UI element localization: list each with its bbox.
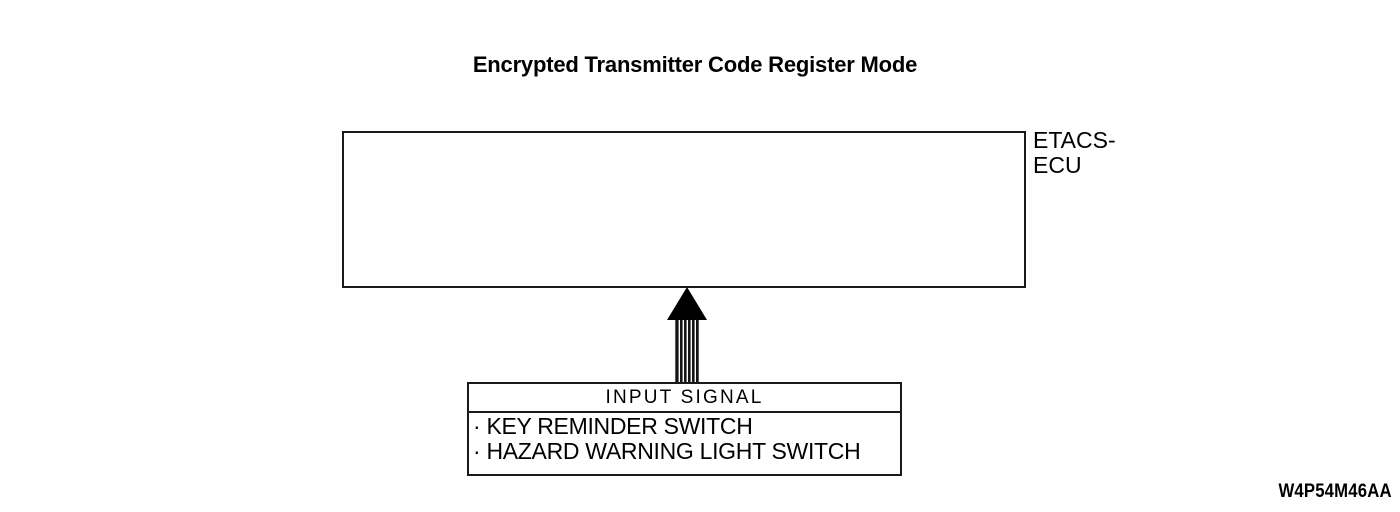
signal-flow-arrow-icon: [660, 286, 714, 384]
list-item-bullet: ·: [473, 413, 481, 439]
list-item-label: HAZARD WARNING LIGHT SWITCH: [486, 438, 861, 464]
input-signal-header-label: INPUT SIGNAL: [605, 387, 764, 408]
list-item-bullet: ·: [473, 438, 481, 464]
etacs-ecu-label-line2: ECU: [1033, 152, 1082, 178]
input-signal-header: INPUT SIGNAL: [469, 384, 900, 413]
input-signal-box: INPUT SIGNAL · KEY REMINDER SWITCH · HAZ…: [467, 382, 902, 476]
input-signal-list: · KEY REMINDER SWITCH · HAZARD WARNING L…: [469, 413, 900, 464]
etacs-ecu-box: [342, 131, 1026, 288]
list-item: · KEY REMINDER SWITCH: [473, 414, 900, 439]
list-item: · HAZARD WARNING LIGHT SWITCH: [473, 439, 900, 464]
etacs-ecu-label-line1: ETACS-: [1033, 127, 1116, 153]
etacs-ecu-label: ETACS- ECU: [1033, 128, 1116, 178]
figure-code: W4P54M46AA: [1278, 481, 1392, 502]
page-title: Encrypted Transmitter Code Register Mode: [472, 52, 918, 77]
list-item-label: KEY REMINDER SWITCH: [486, 413, 753, 439]
